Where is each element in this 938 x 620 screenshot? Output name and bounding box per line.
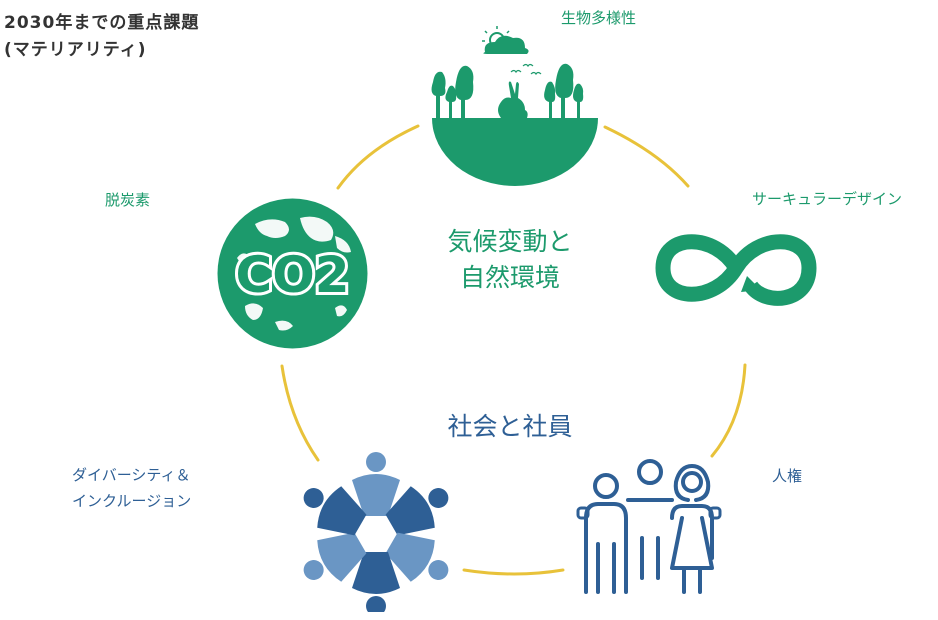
environment-category-line1: 気候変動と — [420, 224, 600, 260]
people-group-icon — [576, 458, 724, 598]
environment-category: 気候変動と 自然環境 — [420, 224, 600, 296]
co2-text: CO2 — [236, 246, 350, 304]
left-trees-icon — [432, 64, 474, 118]
sun-cloud-icon — [482, 26, 529, 54]
environment-category-line2: 自然環境 — [420, 260, 600, 296]
label-circular-design: サーキュラーデザイン — [752, 187, 902, 211]
label-human-rights: 人権 — [772, 464, 802, 488]
linked-people-circle-icon — [300, 450, 452, 612]
ring-arc-biodiversity-to-decarbon — [338, 126, 418, 188]
infinity-loop-icon — [655, 228, 817, 308]
ring-arc-biodiversity-to-circular — [605, 127, 688, 186]
label-decarbonization: 脱炭素 — [105, 188, 150, 212]
ring-arc-circular-to-human-rights — [712, 365, 745, 456]
co2-globe-icon: CO2 — [215, 196, 370, 351]
right-trees-icon — [544, 64, 583, 118]
label-diversity-inclusion: ダイバーシティ＆ インクルージョン — [72, 462, 191, 514]
label-diversity-line2: インクルージョン — [72, 488, 191, 514]
person-figure-1 — [352, 452, 400, 516]
ring-arc-diversity-to-decarbon — [282, 366, 318, 460]
ring-arc-human-rights-to-diversity — [464, 570, 563, 574]
birds-icon — [511, 65, 541, 75]
social-category: 社会と社員 — [420, 410, 600, 444]
label-diversity-line1: ダイバーシティ＆ — [72, 462, 191, 488]
forest-rabbit-icon — [425, 22, 605, 190]
rabbit-icon — [498, 82, 528, 119]
